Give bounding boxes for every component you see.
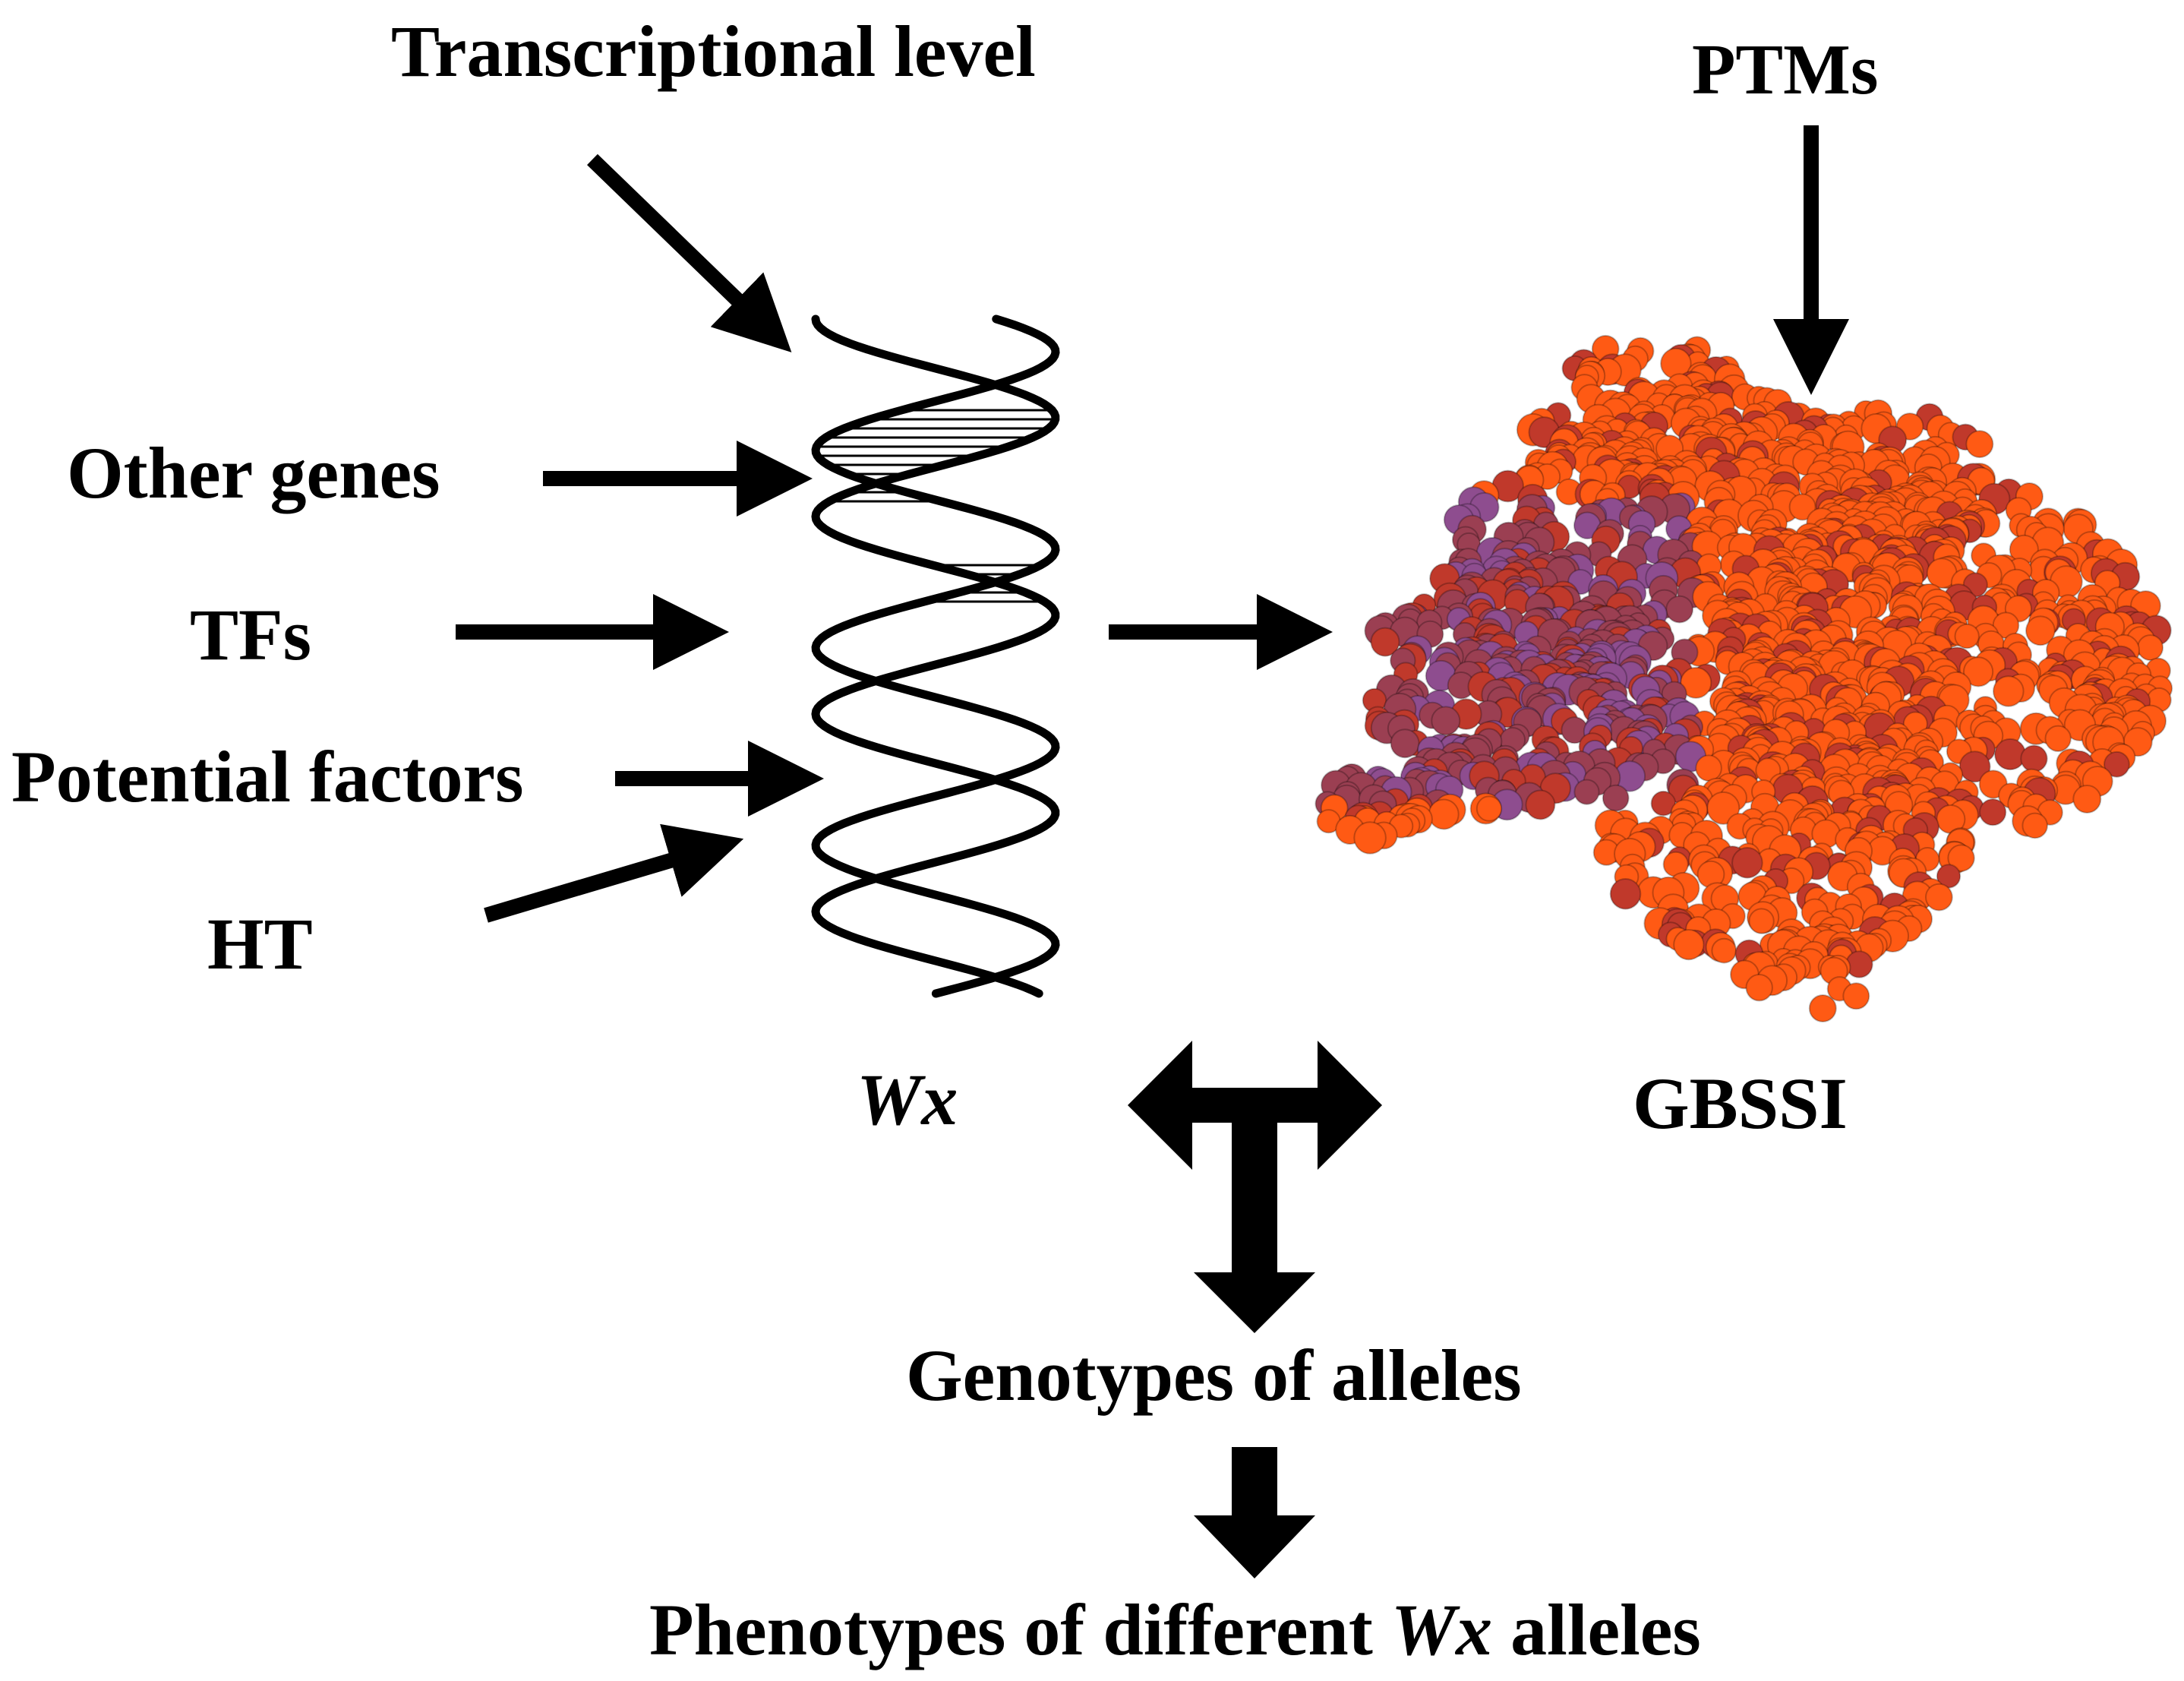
ht-label: HT — [207, 903, 313, 984]
phenotypes-label-wx: Wx — [1390, 1589, 1493, 1670]
other-genes-label: Other genes — [67, 432, 440, 513]
protein-atom — [1673, 929, 1705, 961]
protein-atom — [1993, 675, 2025, 707]
phenotypes-label-post: alleles — [1510, 1589, 1701, 1670]
protein-atom — [2104, 750, 2130, 778]
protein-atom — [1994, 738, 2027, 771]
tfs-label: TFs — [190, 594, 312, 675]
protein-atom — [1665, 595, 1694, 624]
protein-atom — [1947, 844, 1975, 872]
potential-factors-label: Potential factors — [11, 736, 524, 817]
t-bidirectional-arrow — [1128, 1041, 1382, 1333]
phenotypes-label: Phenotypes of different Wx alleles — [649, 1594, 1701, 1667]
protein-atom — [1958, 750, 1991, 783]
protein-atom — [1965, 430, 1994, 459]
wx-gene-label: Wx — [857, 1059, 958, 1140]
protein-atom — [1390, 728, 1420, 759]
phenotypes-label-pre: Phenotypes of different — [649, 1589, 1373, 1670]
protein-atom — [1475, 795, 1503, 822]
protein-atom — [1370, 627, 1400, 657]
protein-atom — [1431, 706, 1461, 736]
protein-atom — [1428, 798, 1460, 830]
protein-atom — [1353, 821, 1387, 855]
protein-atom — [1706, 791, 1741, 825]
input-arrows — [456, 125, 1849, 923]
right-arrowhead — [1318, 1041, 1382, 1170]
protein-atom — [1695, 754, 1722, 782]
protein-atom — [1748, 908, 1775, 934]
protein-atom — [2072, 785, 2102, 814]
ptms-label: PTMs — [1692, 30, 1879, 109]
protein-atom — [1936, 864, 1961, 889]
protein-atom — [1745, 974, 1773, 1002]
protein-atom — [1650, 790, 1677, 817]
protein-atom — [1842, 982, 1870, 1010]
protein-atom — [1925, 883, 1953, 912]
protein-atom — [2020, 744, 2048, 773]
protein-atom — [1979, 798, 2007, 826]
protein-atom — [1788, 493, 1816, 521]
protein-atom — [1573, 779, 1600, 805]
gbssi-label: GBSSI — [1633, 1063, 1848, 1144]
protein-atom — [1680, 666, 1712, 699]
protein-atom — [2044, 725, 2072, 752]
genotype-to-phenotype-arrow — [1194, 1447, 1315, 1578]
protein-atom — [1602, 784, 1630, 812]
protein-atom — [1731, 847, 1763, 879]
genotypes-label: Genotypes of alleles — [906, 1335, 1522, 1416]
down-arrowhead — [1194, 1272, 1315, 1333]
protein-atom — [1711, 937, 1737, 964]
protein-atom — [2137, 634, 2164, 662]
protein-atom — [1525, 789, 1556, 820]
protein-atom — [1963, 656, 1994, 687]
dna-double-helix-icon — [811, 314, 1060, 998]
protein-atom — [2025, 615, 2056, 646]
ht-arrow — [484, 823, 744, 923]
protein-atom — [2021, 812, 2048, 839]
protein-atom — [1954, 623, 1980, 649]
transcriptional-level-label: Transcriptional level — [391, 11, 1036, 92]
vertical-bar — [1232, 1088, 1277, 1276]
left-arrowhead — [1128, 1041, 1192, 1170]
transcriptional-level-arrow — [587, 153, 792, 352]
protein-atom — [1609, 878, 1642, 910]
protein-structure-icon — [1315, 334, 2173, 1022]
protein-atom — [1808, 994, 1837, 1022]
